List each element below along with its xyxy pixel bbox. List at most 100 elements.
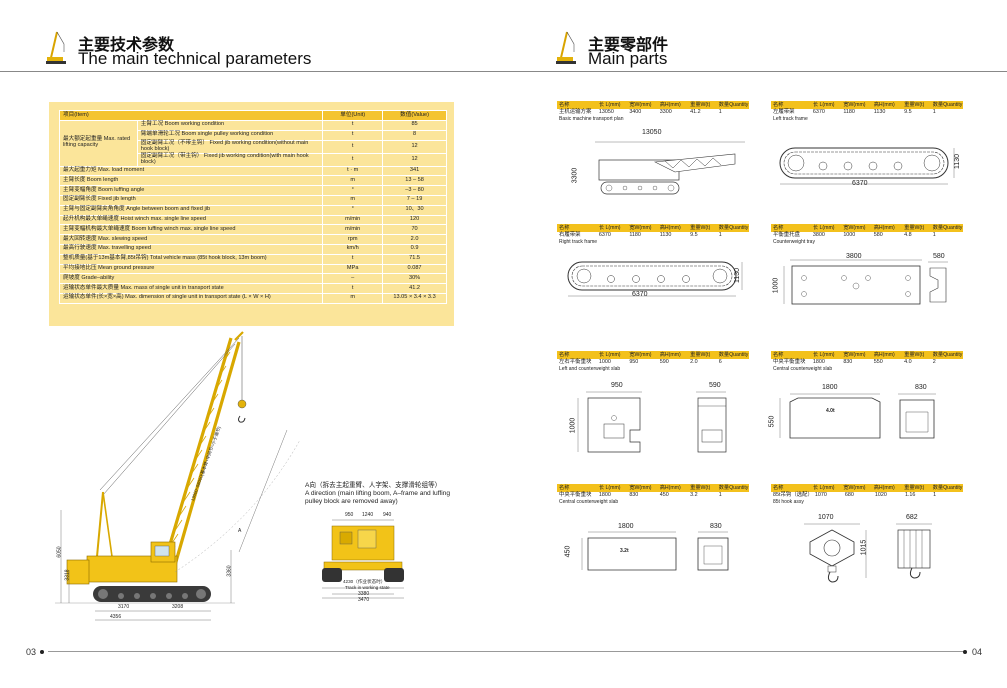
table-row: 主臂变幅机构最大单绳速度 Boom luffing winch max. sin… [58,224,447,236]
dimension-label: 1000 [772,277,780,294]
footer-rule [48,651,964,652]
header-rule [0,71,1007,72]
hdr-width: 宽W(mm) [843,485,866,491]
table-header-row: 项目(Item) 单位(Unit) 数值(Value) [58,110,447,121]
part-length: 6370 [598,232,611,238]
part-name-en: Right track frame [559,239,598,245]
part-width: 830 [843,359,853,365]
part-card-header: 名称长 L(mm)宽W(mm)高H(mm)重量W(t)数量Quantity [771,101,963,109]
row-value: 2.0 [382,234,447,245]
hdr-height: 高H(mm) [659,102,681,108]
dim-crane-height: 6050 [56,546,63,558]
row-unit: t [322,120,384,131]
parameter-table: 项目(Item) 单位(Unit) 数值(Value) 最大额定起重量 Max.… [58,110,447,304]
hdr-height: 高H(mm) [659,225,681,231]
hdr-height: 高H(mm) [659,485,681,491]
a-dim-track-note: Track in working state [345,585,390,590]
dimension-label: 1015 [860,539,868,556]
hdr-name: 名称 [559,225,570,231]
right-page-number: 04 [972,647,983,657]
dimension-label: 1800 [822,384,838,391]
row-label: 固定副臂工况（带主钩） Fixed jib working condition(… [136,152,324,167]
part-quantity: 1 [932,109,936,115]
part-name: 右履带架 [559,232,581,238]
table-row: 主臂变幅角度 Boom luffing angle°–3 – 80 [58,185,447,196]
part-weight: 1.16 [904,492,916,498]
a-dim-940: 940 [383,512,392,518]
central-slab-3t-drawing [581,531,729,571]
dimension-label: 950 [611,382,623,389]
row-label: 爬坡度 Grade–ability [58,273,324,285]
row-value: –3 – 80 [382,185,447,196]
part-weight: 41.2 [690,109,701,115]
dimension-label: 590 [709,382,721,389]
hdr-quantity: 数量Quantity [932,102,963,108]
view-arrow-a: A [238,528,242,534]
dim-crane-3318: 3318 [64,569,71,581]
part-card-header: 名称长 L(mm)宽W(mm)高H(mm)重量W(t)数量Quantity [557,224,749,232]
counterweight-tray-drawing [783,259,948,305]
part-quantity: 1 [718,492,722,498]
col-item: 项目(Item) [58,110,324,121]
a-view-caption-en: A direction (main lifting boom, A–frame … [305,490,451,505]
part-length: 1070 [814,492,827,498]
row-label: 固定副臂长度 Fixed jib length [58,194,324,206]
dimension-label: 6370 [852,180,868,187]
dimension-label: 3800 [846,253,862,260]
part-height: 1130 [873,109,886,115]
right-title-cn: 主要零部件 [588,37,669,54]
row-unit: t [322,283,384,294]
row-value: 0.087 [382,263,447,275]
row-label: 最高行驶速度 Max. travelling speed [58,243,324,255]
right-title-en: Main parts [588,49,668,68]
row-unit: – [322,273,384,285]
table-row: 整机质量(基于13m基本臂,85t吊钩) Total vehicle mass … [58,253,447,265]
a-dim-3380: 3380 [358,591,370,597]
dimension-label: 580 [933,253,945,260]
hdr-height: 高H(mm) [659,352,681,358]
part-height: 450 [659,492,669,498]
hdr-name: 名称 [559,485,570,491]
part-name-en: 85t hook assy [773,499,804,505]
part-width: 950 [629,359,639,365]
hdr-weight: 重量W(t) [904,225,925,231]
table-row: 主臂与固定副臂夹角角度 Angle between boom and fixed… [58,204,447,216]
part-name: 85t吊钩（选配） [773,492,813,498]
part-card-header: 名称长 L(mm)宽W(mm)高H(mm)重量W(t)数量Quantity [557,484,749,492]
part-weight: 9.5 [690,232,698,238]
hdr-width: 宽W(mm) [843,352,866,358]
table-row: 起升机构最大单绳速度 Hoist winch max. single line … [58,214,447,226]
hdr-length: 长 L(mm) [598,102,621,108]
row-value: 13 – 58 [382,175,447,187]
row-unit: rpm [322,234,384,245]
row-unit: t [322,129,384,141]
hdr-length: 长 L(mm) [812,352,835,358]
part-weight: 4.0 [904,359,912,365]
part-width: 1000 [843,232,856,238]
part-name-en: Left track frame [773,116,808,122]
left-track-drawing [779,147,955,185]
parameter-table-panel: 项目(Item) 单位(Unit) 数值(Value) 最大额定起重量 Max.… [49,102,454,326]
part-width: 1180 [843,109,855,115]
row-unit: m [322,292,384,304]
part-name: 左右平衡重块 [559,359,592,365]
hdr-width: 宽W(mm) [629,102,652,108]
left-title-cn: 主要技术参数 [78,37,175,54]
row-unit: t [322,253,384,265]
hdr-weight: 重量W(t) [904,102,925,108]
part-height: 550 [873,359,883,365]
part-name-en: Counterweight tray [773,239,815,245]
hdr-width: 宽W(mm) [629,485,652,491]
right-track-drawing [567,261,743,297]
part-card-header: 名称长 L(mm)宽W(mm)高H(mm)重量W(t)数量Quantity [771,351,963,359]
